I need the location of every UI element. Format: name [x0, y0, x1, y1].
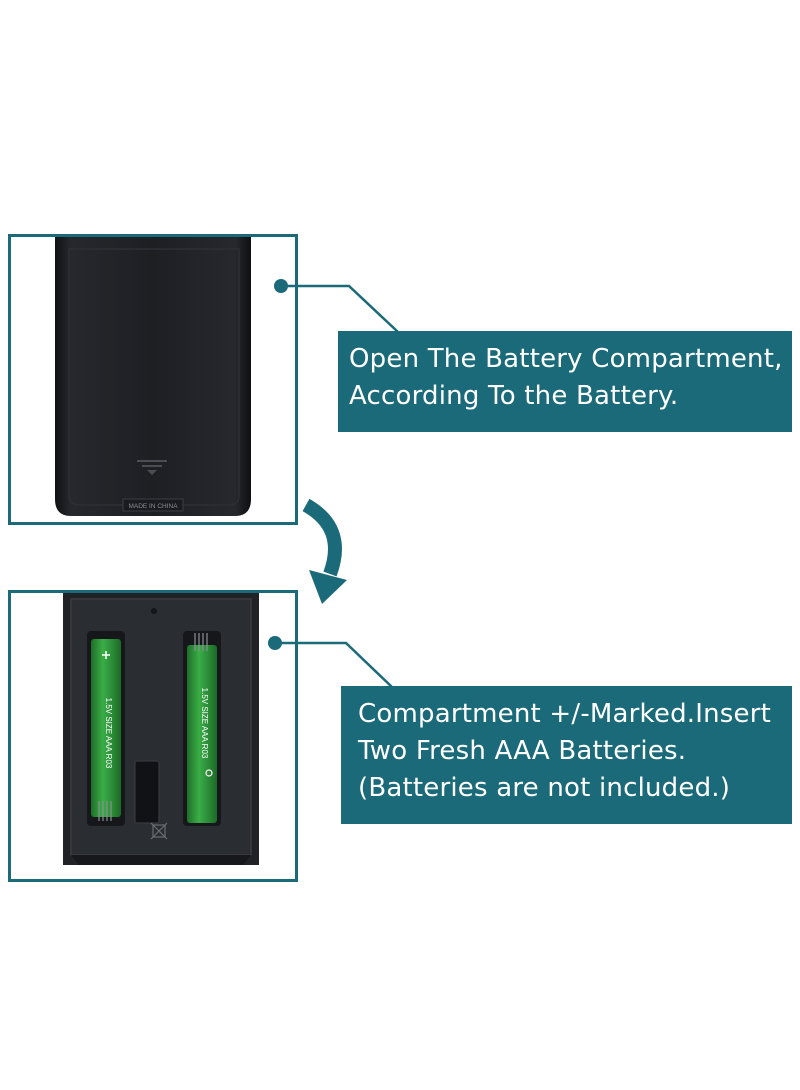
callout-dot-icon — [274, 279, 288, 293]
battery-latch-icon — [137, 460, 167, 475]
screw-hole — [151, 608, 157, 614]
label-plate — [122, 498, 184, 512]
made-in-china-label: MADE IN CHINA — [128, 503, 178, 510]
top-callout-connector — [274, 279, 399, 333]
callout-dot-icon — [268, 636, 282, 650]
step2-instruction-line-1: Compartment +/-Marked.Insert — [358, 699, 772, 729]
remote-back-open-image: 1.5V SIZE AAA R03 1.5V SIZE AAA R03 — [63, 593, 259, 865]
curved-down-arrow-icon — [302, 498, 347, 604]
right-battery: 1.5V SIZE AAA R03 — [183, 631, 221, 826]
step2-instruction-line-2: Two Fresh AAA Batteries. — [358, 735, 687, 766]
remote-back-closed-image: MADE IN CHINA — [55, 237, 251, 516]
center-slot — [134, 760, 160, 824]
recycle-bin-icon — [150, 822, 168, 840]
step1-photo-frame: MADE IN CHINA — [8, 234, 298, 525]
left-battery: 1.5V SIZE AAA R03 — [87, 631, 125, 826]
right-battery-label: 1.5V SIZE AAA R03 — [200, 688, 209, 759]
compartment-lip — [71, 855, 251, 865]
remote-body — [55, 237, 251, 516]
step2-photo-frame: 1.5V SIZE AAA R03 1.5V SIZE AAA R03 — [8, 590, 298, 882]
step2-instruction-line-3: (Batteries are not included.) — [358, 772, 731, 803]
bottom-callout-connector — [268, 636, 394, 689]
left-battery-label: 1.5V SIZE AAA R03 — [104, 698, 113, 769]
step1-instruction-callout: Open The Battery Compartment, According … — [338, 331, 792, 432]
step2-instruction-callout: Compartment +/-Marked.Insert Two Fresh A… — [341, 686, 792, 824]
battery-door-seam — [68, 248, 240, 506]
step1-instruction-line-2: According To the Battery. — [349, 380, 679, 411]
step1-instruction-line-1: Open The Battery Compartment, — [349, 344, 783, 374]
